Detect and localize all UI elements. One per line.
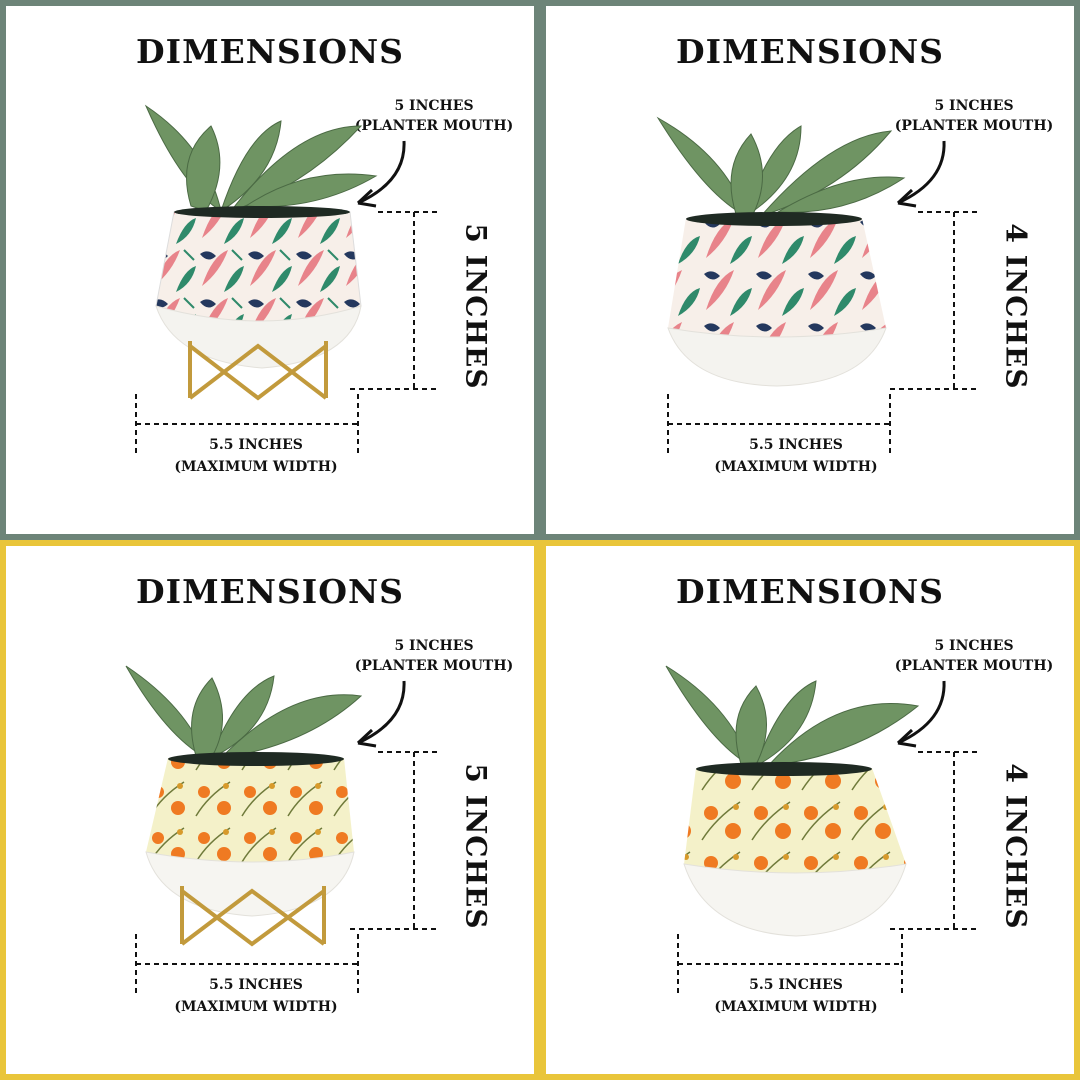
mouth-value: 5 INCHES <box>394 638 474 654</box>
mouth-caption: (PLANTER MOUTH) <box>894 658 1054 674</box>
gold-stand <box>188 341 328 401</box>
panel-title: DIMENSIONS <box>676 32 944 71</box>
width-value: 5.5 INCHES <box>209 977 303 993</box>
height-dimension-label: 4 INCHES <box>999 762 1033 930</box>
panel-tropical-no-stand: DIMENSIONS 5 INCHES (PLANTER MOUTH) <box>540 0 1080 540</box>
mouth-value: 5 INCHES <box>934 98 1014 114</box>
planter-illustration <box>135 104 438 456</box>
mouth-caption: (PLANTER MOUTH) <box>894 118 1054 134</box>
mouth-value: 5 INCHES <box>394 98 474 114</box>
panel-floral-no-stand: DIMENSIONS 5 INCHES (PLANTER MOUTH) <box>540 540 1080 1080</box>
mouth-dimension-label: 5 INCHES (PLANTER MOUTH) <box>884 636 1064 676</box>
mouth-caption: (PLANTER MOUTH) <box>354 118 514 134</box>
height-dimension-label: 5 INCHES <box>459 762 493 930</box>
panel-title: DIMENSIONS <box>676 572 944 611</box>
planter-illustration <box>665 665 978 996</box>
width-value: 5.5 INCHES <box>749 977 843 993</box>
width-caption: (MAXIMUM WIDTH) <box>174 999 338 1015</box>
mouth-dimension-label: 5 INCHES (PLANTER MOUTH) <box>344 636 524 676</box>
pot-pattern-band <box>684 768 906 873</box>
height-dimension-label: 5 INCHES <box>459 222 493 390</box>
width-caption: (MAXIMUM WIDTH) <box>714 999 878 1015</box>
width-dimension-label: 5.5 INCHES (MAXIMUM WIDTH) <box>136 974 376 1018</box>
pot-pattern-band <box>668 218 886 337</box>
width-dimension-label: 5.5 INCHES (MAXIMUM WIDTH) <box>676 974 916 1018</box>
width-caption: (MAXIMUM WIDTH) <box>714 459 878 475</box>
panel-tropical-with-stand: DIMENSIONS 5 INCHES (PLANTER MOUTH) <box>0 0 540 540</box>
mouth-dimension-label: 5 INCHES (PLANTER MOUTH) <box>884 96 1064 136</box>
panel-title: DIMENSIONS <box>136 32 404 71</box>
width-value: 5.5 INCHES <box>749 437 843 453</box>
panel-floral-with-stand: DIMENSIONS 5 INCHES (PLANTER MOUTH) <box>0 540 540 1080</box>
width-caption: (MAXIMUM WIDTH) <box>174 459 338 475</box>
planter-illustration <box>656 116 978 456</box>
width-dimension-label: 5.5 INCHES (MAXIMUM WIDTH) <box>676 434 916 478</box>
pot-pattern-band <box>146 758 354 862</box>
planter-illustration <box>125 665 438 996</box>
gold-stand <box>180 886 326 947</box>
width-value: 5.5 INCHES <box>209 437 303 453</box>
mouth-caption: (PLANTER MOUTH) <box>354 658 514 674</box>
pot-pattern-band <box>155 211 362 327</box>
panel-title: DIMENSIONS <box>136 572 404 611</box>
width-dimension-label: 5.5 INCHES (MAXIMUM WIDTH) <box>136 434 376 478</box>
mouth-dimension-label: 5 INCHES (PLANTER MOUTH) <box>344 96 524 136</box>
height-dimension-label: 4 INCHES <box>999 222 1033 390</box>
mouth-value: 5 INCHES <box>934 638 1014 654</box>
